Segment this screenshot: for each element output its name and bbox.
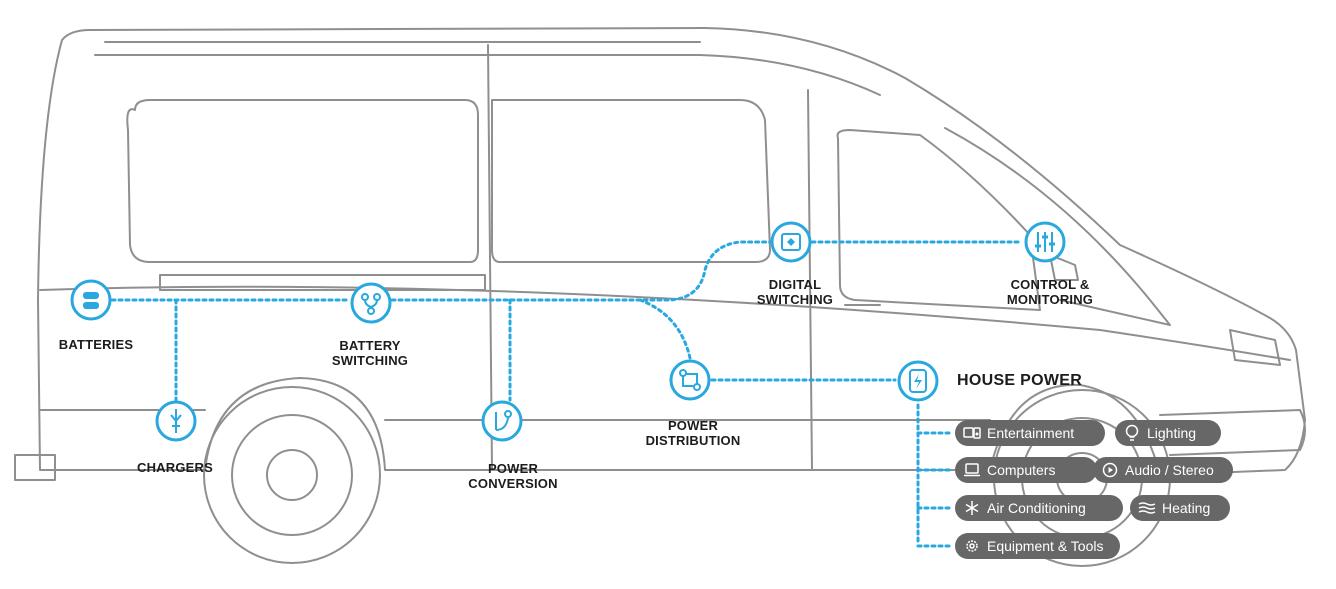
connection-lines [110, 240, 1024, 548]
node-label-power-distribution: POWER DISTRIBUTION [645, 418, 741, 448]
tv-speaker-icon [963, 424, 981, 442]
load-pill-audio-stereo: Audio / Stereo [1093, 457, 1233, 483]
van-belt-line [39, 285, 1291, 361]
load-pill-lighting: Lighting [1115, 420, 1221, 446]
lightbulb-icon [1123, 424, 1141, 442]
load-label: Air Conditioning [987, 500, 1086, 516]
node-label-power-conversion: POWER CONVERSION [468, 461, 558, 491]
power-conversion-icon [481, 400, 523, 442]
node-label-battery-switching: BATTERY SWITCHING [331, 338, 409, 368]
play-circle-icon [1101, 461, 1119, 479]
van-side-window [126, 99, 479, 263]
load-label: Computers [987, 462, 1056, 478]
load-pill-entertainment: Entertainment [955, 420, 1105, 446]
van-body-outline [37, 27, 1306, 476]
van-mirror [1049, 254, 1079, 281]
sliders-icon [1024, 221, 1066, 263]
heat-waves-icon [1138, 499, 1156, 517]
van-door-line-2 [807, 89, 813, 471]
battery-switch-icon [350, 282, 392, 324]
link-switching-distribution [638, 298, 692, 360]
van-headlight [1229, 329, 1281, 366]
node-label-digital-switching: DIGITAL SWITCHING [756, 277, 834, 307]
van-windshield [944, 127, 1171, 326]
node-label-control-monitoring: CONTROL & MONITORING [1006, 277, 1094, 307]
digital-switch-icon [770, 221, 812, 263]
load-label: Heating [1162, 500, 1211, 516]
van-front-window [836, 129, 1041, 311]
van-door-window [491, 99, 771, 263]
node-label-chargers: CHARGERS [137, 460, 213, 475]
laptop-icon [963, 461, 981, 479]
van-rear-bumper [14, 454, 56, 481]
node-label-house-power: HOUSE POWER [957, 372, 1083, 389]
load-label: Equipment & Tools [987, 538, 1104, 554]
van-roof-line [94, 54, 881, 96]
load-label: Audio / Stereo [1125, 462, 1214, 478]
node-icons [70, 221, 1066, 442]
load-label: Entertainment [987, 425, 1075, 441]
battery-icon [70, 279, 112, 321]
house-power-icon [897, 360, 939, 402]
wrench-gear-icon [963, 537, 981, 555]
snowflake-icon [963, 499, 981, 517]
van-door-line [487, 44, 493, 471]
power-distribution-icon [669, 359, 711, 401]
load-pill-air-conditioning: Air Conditioning [955, 495, 1123, 521]
link-switching-digital [390, 240, 772, 302]
van-front-bumper [1159, 409, 1306, 456]
load-pill-computers: Computers [955, 457, 1097, 483]
node-label-batteries: BATTERIES [58, 337, 134, 352]
rear-wheel [203, 386, 381, 564]
load-pill-heating: Heating [1130, 495, 1230, 521]
charger-plug-icon [155, 400, 197, 442]
load-label: Lighting [1147, 425, 1197, 441]
load-pill-equipment-tools: Equipment & Tools [955, 533, 1120, 559]
